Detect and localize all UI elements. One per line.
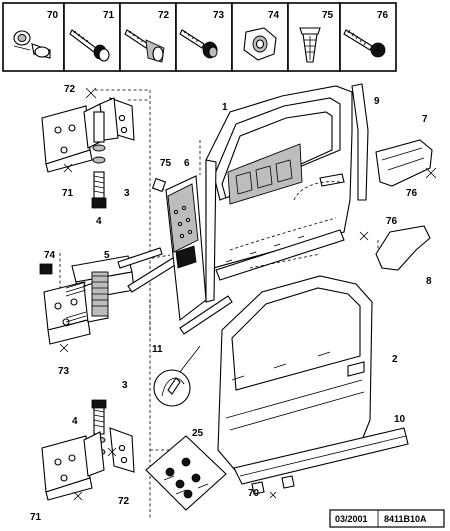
- mirror-cover: [375, 139, 437, 187]
- callout-1: 1: [222, 102, 228, 113]
- callout-6: 6: [184, 158, 190, 169]
- trim-piece: [359, 225, 431, 271]
- footer-date: 03/2001: [335, 514, 368, 524]
- callout-25: 25: [192, 428, 204, 439]
- callout-5: 5: [104, 250, 110, 261]
- flanged-bolt-icon: [179, 29, 218, 59]
- expanding-clip-icon: [299, 27, 321, 63]
- callout-71-upper: 71: [62, 188, 74, 199]
- callout-75: 75: [160, 158, 172, 169]
- header-ref-70: 70: [47, 10, 59, 21]
- callout-72-lower: 72: [118, 496, 130, 507]
- self-tapping-screw-icon: [343, 29, 386, 58]
- callout-11: 11: [152, 344, 163, 355]
- callout-73: 73: [58, 366, 70, 377]
- callout-labels: 1 2 3 3 4 4 5 6 7 8 9 10 11 25 70 71 71 …: [30, 84, 432, 523]
- detail-bubble: [153, 345, 201, 407]
- front-door-shell: [205, 85, 353, 303]
- sill-moulding: [233, 427, 409, 495]
- callout-72-upper: 72: [64, 84, 76, 95]
- callout-70: 70: [248, 488, 260, 499]
- callout-9: 9: [374, 96, 380, 107]
- door-check-assembly: [39, 247, 181, 353]
- header-ref-71: 71: [103, 10, 115, 21]
- screw-icon: [124, 29, 165, 63]
- fastener-kit-bag: [145, 435, 227, 511]
- clip-icon: [13, 30, 51, 59]
- callout-2: 2: [392, 354, 398, 365]
- header-ref-74: 74: [268, 10, 280, 21]
- door-seal: [351, 83, 369, 201]
- lower-hinge-assembly: [41, 399, 135, 501]
- callout-3-lower: 3: [122, 380, 128, 391]
- hex-nut-icon: [243, 27, 277, 61]
- fastener-header-strip: 70 71 72 73 74 75 76: [2, 2, 397, 72]
- footer-reference: 03/2001 8411B10A: [329, 509, 445, 528]
- hinge-pillar-panel: [151, 175, 207, 322]
- upper-hinge-assembly: [41, 87, 135, 209]
- callout-10: 10: [394, 414, 406, 425]
- callout-8: 8: [426, 276, 432, 287]
- callout-7: 7: [422, 114, 428, 125]
- callout-74: 74: [44, 250, 56, 261]
- callout-76-upper: 76: [406, 188, 418, 199]
- front-door-outer-panel: [179, 275, 373, 477]
- footer-reference-code: 8411B10A: [384, 514, 427, 524]
- callout-4-lower: 4: [72, 416, 78, 427]
- bolt-icon: [69, 29, 110, 62]
- callout-3-upper: 3: [124, 188, 130, 199]
- sill-clip: [269, 491, 277, 499]
- callout-4-upper: 4: [96, 216, 102, 227]
- leader-lines: [59, 89, 379, 520]
- callout-76-lower: 76: [386, 216, 398, 227]
- header-ref-75: 75: [322, 10, 334, 21]
- header-ref-73: 73: [213, 10, 225, 21]
- callout-71-lower: 71: [30, 512, 42, 523]
- header-ref-76: 76: [377, 10, 389, 21]
- header-ref-72: 72: [158, 10, 170, 21]
